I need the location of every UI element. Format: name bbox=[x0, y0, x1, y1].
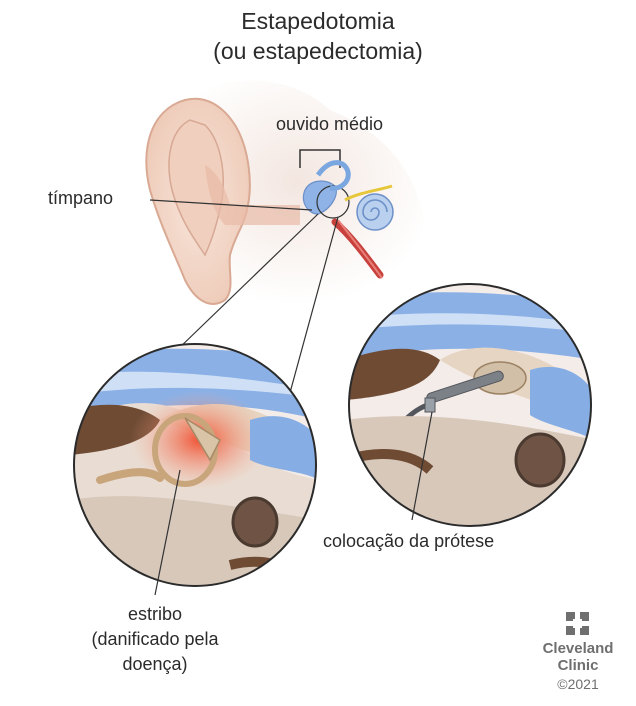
stapes-leader-line bbox=[154, 469, 181, 596]
ear-head bbox=[145, 80, 426, 305]
copyright: ©2021 bbox=[557, 676, 599, 692]
label-eardrum: tímpano bbox=[48, 188, 114, 208]
prosthesis-leader-line bbox=[411, 411, 433, 521]
label-stapes-line-3: doença) bbox=[122, 654, 188, 674]
cochlea bbox=[356, 193, 394, 231]
magnified-view-prosthesis bbox=[349, 284, 591, 526]
title-line-1: Estapedotomia bbox=[241, 8, 395, 34]
label-stapes-line-2: (danificado pela bbox=[91, 629, 219, 649]
logo-text-line-1: Cleveland bbox=[542, 640, 614, 657]
label-stapes-line-1: estribo bbox=[127, 604, 183, 624]
magnified-view-stapes bbox=[74, 344, 316, 586]
title-line-2: (ou estapedectomia) bbox=[213, 38, 423, 64]
cleveland-clinic-cross-icon bbox=[566, 612, 589, 635]
logo-text-line-2: Clinic bbox=[557, 657, 599, 674]
label-prosthesis: colocação da prótese bbox=[323, 531, 495, 551]
eardrum-leader-line bbox=[149, 199, 313, 211]
label-middle-ear: ouvido médio bbox=[276, 114, 384, 134]
